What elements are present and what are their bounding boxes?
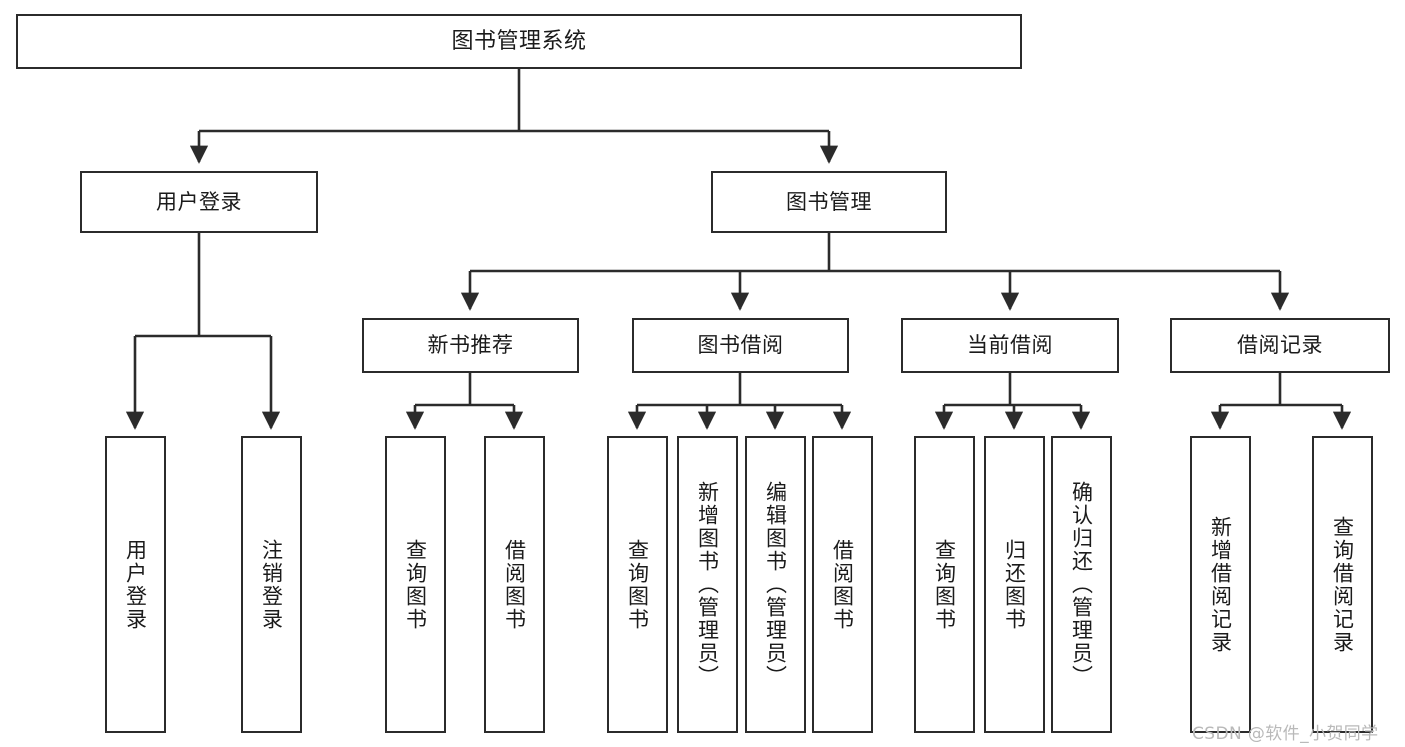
node-current-borrow[interactable]: 当前借阅 — [901, 318, 1119, 373]
node-leaf-add-borrow-record[interactable]: 新增借阅记录 — [1190, 436, 1251, 733]
node-label: 注销登录 — [259, 538, 284, 631]
node-leaf-borrow-book-2[interactable]: 借阅图书 — [812, 436, 873, 733]
node-label: 确认归还（管理员） — [1069, 481, 1094, 688]
node-label: 归还图书 — [1002, 538, 1027, 631]
node-leaf-edit-book-admin[interactable]: 编辑图书（管理员） — [745, 436, 806, 733]
node-leaf-borrow-book-1[interactable]: 借阅图书 — [484, 436, 545, 733]
node-label: 查询借阅记录 — [1330, 515, 1355, 654]
watermark: CSDN @软件_小贺同学 — [1192, 724, 1379, 744]
node-leaf-query-book-1[interactable]: 查询图书 — [385, 436, 446, 733]
node-label: 用户登录 — [123, 538, 148, 631]
node-leaf-query-book-3[interactable]: 查询图书 — [914, 436, 975, 733]
node-label: 查询图书 — [625, 538, 650, 631]
node-label: 借阅图书 — [502, 538, 527, 631]
node-label: 图书借阅 — [697, 333, 784, 358]
node-book-management[interactable]: 图书管理 — [711, 171, 947, 233]
node-label: 新书推荐 — [427, 333, 514, 358]
node-label: 用户登录 — [156, 189, 242, 214]
node-leaf-query-borrow-record[interactable]: 查询借阅记录 — [1312, 436, 1373, 733]
node-borrow-record[interactable]: 借阅记录 — [1170, 318, 1390, 373]
node-user-login[interactable]: 用户登录 — [80, 171, 318, 233]
node-label: 查询图书 — [403, 538, 428, 631]
node-leaf-user-login[interactable]: 用户登录 — [105, 436, 166, 733]
node-label: 借阅记录 — [1237, 333, 1323, 358]
node-title[interactable]: 图书管理系统 — [16, 14, 1022, 69]
node-leaf-query-book-2[interactable]: 查询图书 — [607, 436, 668, 733]
node-label: 编辑图书（管理员） — [763, 481, 788, 688]
node-label: 新增借阅记录 — [1208, 515, 1233, 654]
node-new-book-recommend[interactable]: 新书推荐 — [362, 318, 579, 373]
node-book-borrow[interactable]: 图书借阅 — [632, 318, 849, 373]
node-leaf-return-book[interactable]: 归还图书 — [984, 436, 1045, 733]
node-label: 当前借阅 — [967, 333, 1053, 358]
node-leaf-add-book-admin[interactable]: 新增图书（管理员） — [677, 436, 738, 733]
node-label: 借阅图书 — [830, 538, 855, 631]
node-leaf-confirm-return-admin[interactable]: 确认归还（管理员） — [1051, 436, 1112, 733]
node-leaf-logout-login[interactable]: 注销登录 — [241, 436, 302, 733]
node-label: 查询图书 — [932, 538, 957, 631]
node-label: 新增图书（管理员） — [695, 481, 720, 688]
node-label: 图书管理 — [786, 189, 872, 214]
